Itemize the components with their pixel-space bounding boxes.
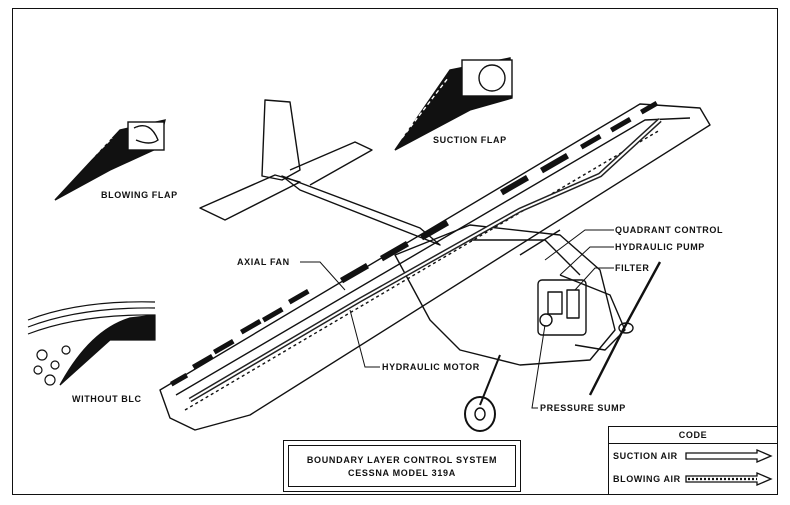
horizontal-stabilizer	[199, 174, 301, 221]
pressure-sump-leader	[531, 324, 546, 409]
fuselage	[394, 224, 616, 366]
title-line-2: CESSNA MODEL 319A	[348, 467, 456, 478]
code-legend: CODE SUCTION AIR BLOWING AIR	[608, 426, 778, 495]
vertical-tail	[261, 99, 301, 181]
axial-fan-label: AXIAL FAN	[237, 257, 290, 267]
suction-flap-inset	[394, 57, 513, 151]
engine-nacelle	[559, 274, 626, 351]
suction-air-arrow-icon	[685, 449, 773, 463]
title-block: BOUNDARY LAYER CONTROL SYSTEM CESSNA MOD…	[283, 440, 521, 492]
propeller	[588, 261, 662, 396]
blowing-air-arrow-icon	[685, 472, 773, 486]
rear-fuselage	[281, 175, 441, 246]
hydraulic-motor-label: HYDRAULIC MOTOR	[382, 362, 480, 372]
without-blc-inset	[27, 301, 156, 386]
pump-filter-assembly	[537, 279, 587, 336]
quadrant-control-leader	[544, 229, 614, 261]
hydraulic-pump-label: HYDRAULIC PUMP	[615, 242, 705, 252]
blowing-flap-label: BLOWING FLAP	[101, 190, 178, 200]
diagram-frame	[12, 8, 778, 495]
hydraulic-motor-leader	[349, 309, 380, 368]
suction-air-label: SUCTION AIR	[613, 451, 678, 461]
pressure-sump-label: PRESSURE SUMP	[540, 403, 626, 413]
quadrant-control-label: QUADRANT CONTROL	[615, 225, 724, 235]
blowing-air-label: BLOWING AIR	[613, 474, 681, 484]
legend-suction-air: SUCTION AIR	[613, 449, 773, 463]
filter-leader	[574, 267, 614, 291]
filter-label: FILTER	[615, 263, 650, 273]
legend-blowing-air: BLOWING AIR	[613, 472, 773, 486]
hydraulic-pump-leader	[559, 246, 614, 276]
pressure-sump-shape	[539, 313, 553, 327]
main-wheel	[464, 396, 496, 432]
title-line-1: BOUNDARY LAYER CONTROL SYSTEM	[306, 454, 498, 465]
axial-fan-leader	[300, 261, 346, 291]
without-blc-label: WITHOUT BLC	[72, 394, 142, 404]
suction-flap-label: SUCTION FLAP	[433, 135, 507, 145]
code-heading: CODE	[678, 430, 708, 440]
blowing-flap-inset	[54, 119, 166, 201]
